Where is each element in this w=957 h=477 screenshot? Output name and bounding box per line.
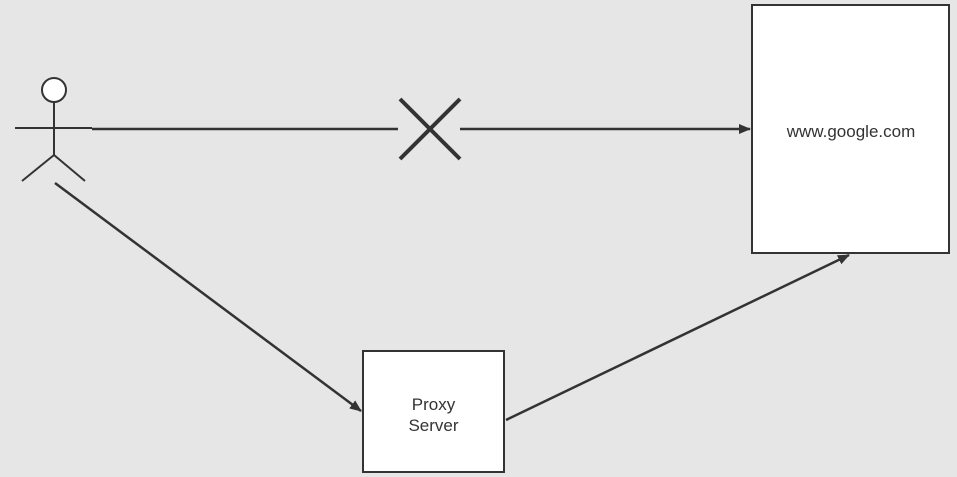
blocked-x-icon bbox=[398, 97, 462, 161]
actor-head bbox=[41, 77, 67, 103]
proxy-to-website-arrow bbox=[505, 253, 850, 422]
actor-right-leg bbox=[53, 154, 86, 182]
proxy-server-box bbox=[362, 350, 505, 473]
actor-left-leg bbox=[21, 154, 55, 182]
user-to-proxy-arrow bbox=[54, 181, 362, 413]
website-box bbox=[751, 4, 950, 254]
user-actor-icon bbox=[15, 77, 92, 182]
